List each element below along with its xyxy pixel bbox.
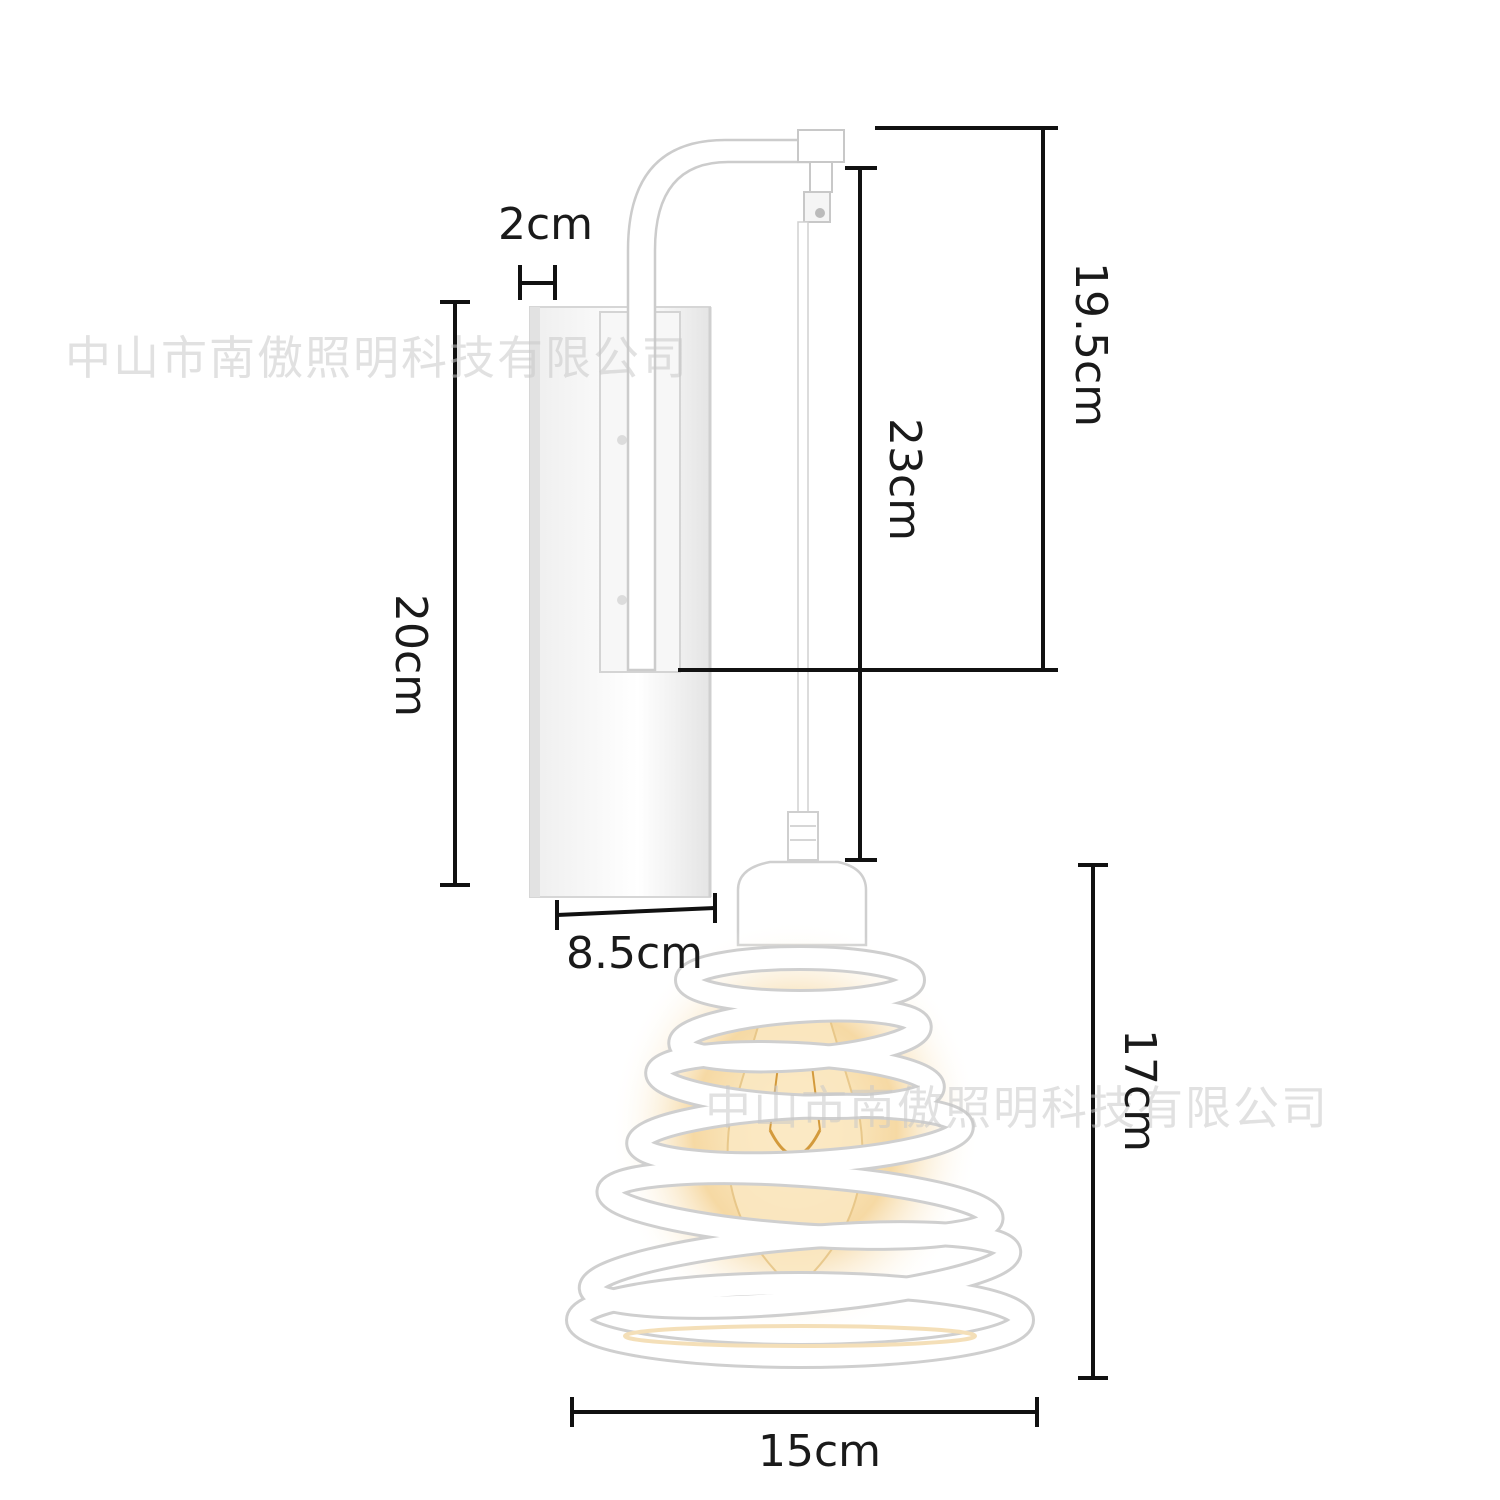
dim-line-arm-height	[678, 126, 1058, 672]
label-backplate-width: 8.5cm	[566, 928, 704, 979]
power-cord	[787, 221, 819, 861]
bracket-arm	[626, 129, 845, 672]
label-backplate-height: 20cm	[385, 594, 436, 718]
dim-line-shade-height	[1078, 863, 1108, 1380]
label-shade-height: 17cm	[1114, 1029, 1165, 1153]
spiral-lamp-shade	[565, 945, 1035, 1369]
label-arm-height: 19.5cm	[1065, 262, 1116, 428]
dim-line-drop-length	[845, 166, 877, 862]
watermark-bottom: 中山市南傲照明科技有限公司	[705, 1081, 1329, 1135]
label-drop-length: 23cm	[879, 418, 930, 542]
dim-line-shade-width	[570, 1397, 1039, 1427]
dimension-lines	[440, 126, 1108, 1427]
watermark-top: 中山市南傲照明科技有限公司	[65, 331, 689, 385]
dim-line-bracket-depth	[518, 265, 557, 300]
dim-line-backplate-height	[440, 300, 470, 887]
dim-line-backplate-width	[555, 893, 717, 930]
label-bracket-depth: 2cm	[498, 199, 594, 250]
label-shade-width: 15cm	[758, 1426, 882, 1477]
